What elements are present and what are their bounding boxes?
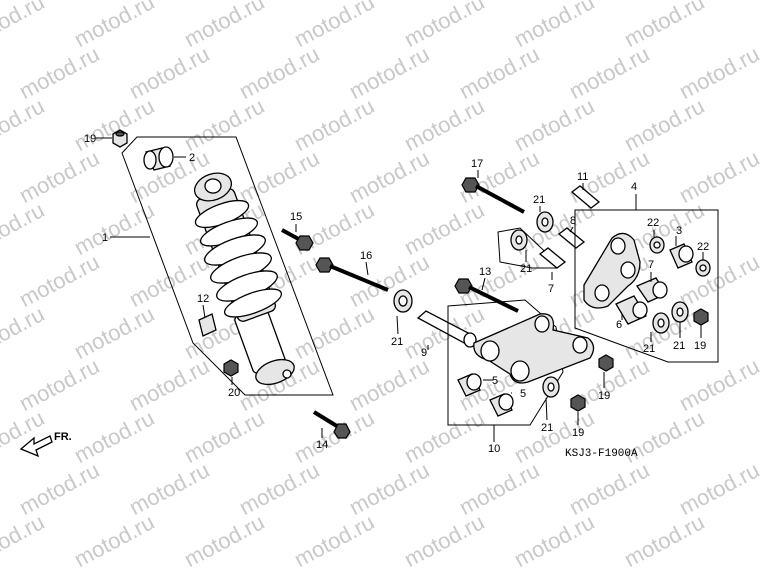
front-direction-arrow: FR.	[19, 431, 72, 458]
callout-20: 20	[228, 387, 240, 399]
callout-21-link-b: 21	[673, 340, 685, 352]
collar-5-upper	[457, 373, 482, 397]
collar-21-arm	[542, 376, 560, 398]
callout-21-upper-left: 21	[520, 263, 532, 275]
collar-12	[570, 185, 601, 209]
callout-19: 19	[84, 133, 96, 145]
callout-13: 12	[197, 293, 209, 305]
callout-11: 10	[488, 443, 500, 455]
collar-22-left	[649, 236, 665, 254]
callout-21-link-a: 21	[643, 343, 655, 355]
flange-nut-20	[223, 359, 239, 377]
callout-8: 7	[548, 283, 554, 295]
link-assembly-box	[574, 209, 719, 363]
bolt-15	[312, 410, 351, 439]
callout-22-left: 22	[647, 217, 659, 229]
collar-7	[636, 277, 668, 303]
callout-12: 11	[577, 171, 588, 183]
bolt-17	[315, 257, 389, 292]
collar-8	[538, 247, 567, 269]
callout-5-lower: 5	[520, 388, 526, 400]
collar-3	[669, 243, 694, 269]
shock-arm-11	[473, 313, 595, 384]
callout-10: 9	[421, 347, 427, 359]
collar-5-lower	[489, 393, 514, 417]
bolt-16	[281, 228, 314, 251]
callout-21-upper-mid: 21	[533, 194, 545, 206]
callout-14: 13	[479, 266, 491, 278]
flange-nut-19-top	[112, 129, 128, 148]
callout-16: 15	[290, 211, 302, 223]
shock-absorber	[193, 172, 295, 386]
direction-label: FR.	[54, 431, 72, 443]
bolt-18	[461, 177, 525, 214]
callout-6: 6	[616, 319, 622, 331]
callout-5-upper: 5	[492, 375, 498, 387]
leader-lines	[96, 137, 704, 442]
callout-17: 16	[360, 250, 372, 262]
collar-21-upper-left	[510, 229, 528, 251]
collar-21-upper-mid	[536, 211, 554, 233]
diagram-code: KSJ3-F1900A	[565, 448, 638, 460]
collar-21-left	[393, 289, 413, 313]
callout-2: 2	[189, 152, 195, 164]
callout-15: 14	[316, 439, 328, 451]
callout-4: 4	[631, 181, 637, 193]
callout-1: 1	[102, 232, 108, 244]
collar-22-right	[695, 259, 711, 277]
arm-assembly-box	[447, 299, 564, 426]
callout-19-low: 19	[572, 427, 584, 439]
collar-6	[615, 295, 648, 325]
callout-3: 3	[676, 225, 682, 237]
callout-22-right: 22	[697, 241, 709, 253]
flange-nut-19-low	[570, 394, 586, 412]
collar-21-link-a	[652, 312, 670, 334]
callout-19-mid: 19	[598, 390, 610, 402]
arrow-icon	[19, 435, 53, 458]
shock-spring	[194, 199, 283, 318]
flange-nut-19-link	[693, 308, 709, 326]
callout-21-arm: 21	[541, 422, 553, 434]
callout-19-link: 19	[694, 340, 706, 352]
callout-18: 17	[471, 158, 483, 170]
flange-nut-19-mid	[598, 354, 614, 372]
label-plate-13	[198, 313, 217, 337]
callout-labels: 19 2 1 12 20 14 15 16 17 13 21 9 10 5 5 …	[84, 133, 709, 455]
shock-assembly-box	[121, 136, 334, 396]
bolt-14	[454, 278, 519, 313]
callout-9: 8	[570, 215, 576, 227]
collar-9	[557, 227, 586, 249]
callout-21-left: 21	[391, 336, 403, 348]
bushing-2	[143, 146, 174, 171]
shock-link-4	[583, 232, 641, 309]
collar-21-link-b	[671, 301, 689, 323]
collar-10	[416, 310, 477, 348]
callout-7: 7	[648, 259, 654, 271]
